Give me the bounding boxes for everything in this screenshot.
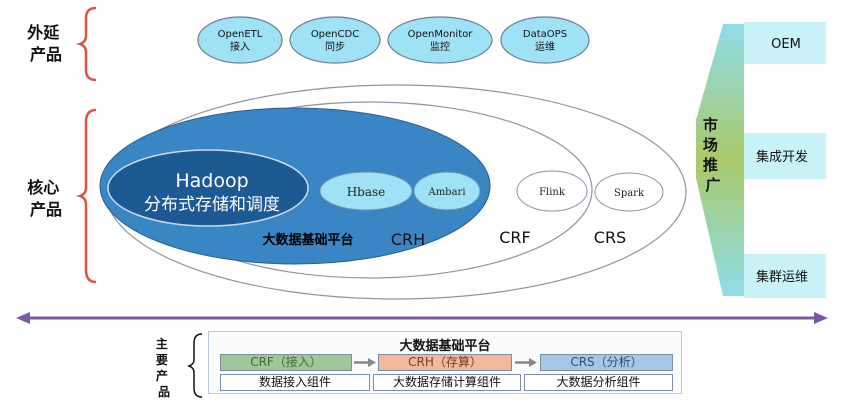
- ambari-label: Ambari: [427, 187, 465, 198]
- divider-arrow-left-head: [16, 312, 30, 324]
- integration-label: 集成开发: [756, 149, 808, 165]
- openetl-sub: 接入: [230, 40, 250, 53]
- market-label: 市 场 推 广: [703, 116, 723, 194]
- flink-label: Flink: [539, 187, 566, 198]
- market-bar: [696, 24, 744, 296]
- crf-pill: CRF（接入）: [220, 354, 352, 371]
- openetl-ellipse: [197, 16, 283, 64]
- dataops-name: DataOPS: [523, 29, 567, 40]
- ambari-ellipse: [413, 171, 481, 211]
- main-products-bracket: [186, 333, 203, 398]
- spark-ellipse: [594, 172, 664, 212]
- crh-pill: CRH（存算）: [378, 354, 512, 371]
- dataops-sub: 运维: [535, 40, 555, 53]
- platform-label: 大数据基础平台: [262, 232, 353, 248]
- crs-label: CRS: [594, 228, 626, 247]
- main-products-panel: 大数据基础平台 CRF（接入） CRH（存算） CRS（分析） 数据接入组件 大…: [208, 331, 682, 394]
- crh-crs-arrow: [515, 358, 537, 367]
- crf-label: CRF: [499, 228, 531, 247]
- hadoop-title: Hadoop: [175, 170, 248, 192]
- crf-desc: 数据接入组件: [220, 374, 370, 391]
- hadoop-subtitle: 分布式存储和调度: [144, 195, 280, 215]
- opencdc-sub: 同步: [325, 41, 345, 53]
- hbase-label: Hbase: [347, 185, 386, 199]
- crs-pill: CRS（分析）: [540, 354, 673, 371]
- panel-title: 大数据基础平台: [399, 339, 491, 354]
- main-products-label: 主 要 产 品: [156, 336, 172, 399]
- cluster-ops-label: 集群运维: [756, 269, 808, 285]
- crh-desc: 大数据存储计算组件: [373, 374, 521, 391]
- crf-crh-arrow: [354, 358, 376, 367]
- core-label: 核心 产品: [27, 178, 65, 219]
- opencdc-name: OpenCDC: [311, 29, 359, 40]
- crs-desc: 大数据分析组件: [524, 374, 673, 391]
- openmonitor-sub: 监控: [430, 40, 450, 53]
- openetl-name: OpenETL: [218, 29, 263, 40]
- peripheral-label: 外延 产品: [26, 23, 65, 64]
- hbase-ellipse: [319, 171, 413, 211]
- hadoop-ellipse: [107, 149, 309, 227]
- divider-arrow-right-head: [814, 312, 828, 324]
- cluster-ops-box: [744, 254, 826, 298]
- core-bracket: [76, 108, 97, 284]
- crh-label: CRH: [391, 230, 425, 249]
- integration-box: [744, 133, 826, 179]
- opencdc-ellipse: [289, 16, 381, 64]
- dataops-ellipse: [500, 16, 590, 64]
- openmonitor-name: OpenMonitor: [408, 29, 474, 40]
- oem-label: OEM: [771, 37, 801, 52]
- peripheral-bracket: [76, 6, 97, 82]
- oem-box: [744, 22, 826, 64]
- spark-label: Spark: [614, 188, 645, 199]
- openmonitor-ellipse: [387, 16, 493, 64]
- flink-ellipse: [516, 170, 588, 212]
